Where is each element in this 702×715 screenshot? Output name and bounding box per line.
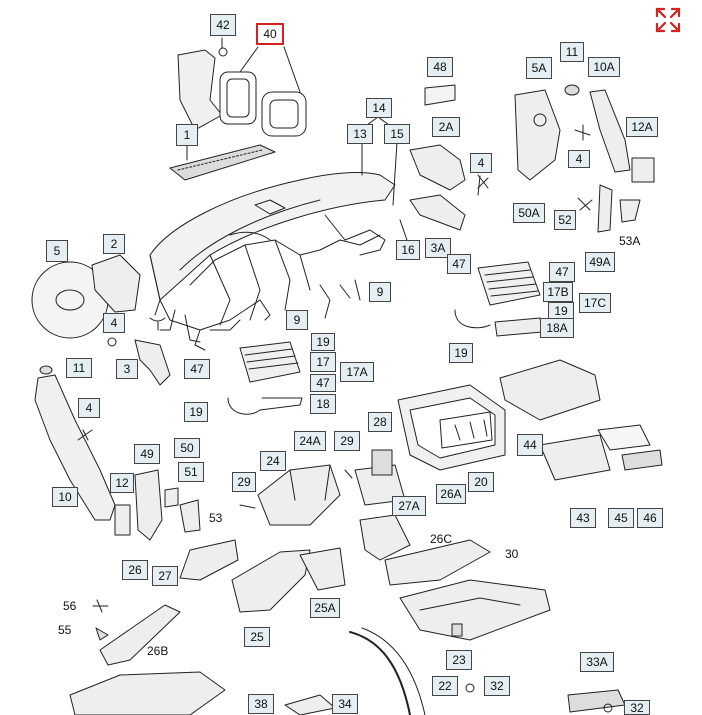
callout-47-right[interactable]: 47 [447, 254, 471, 274]
defroster-duct-drawing [409, 144, 466, 191]
callout-50[interactable]: 50 [174, 438, 200, 458]
callout-33a[interactable]: 33A [580, 652, 614, 672]
label-30: 30 [505, 547, 519, 561]
label-26b: 26B [147, 644, 169, 658]
callout-23[interactable]: 23 [446, 650, 472, 670]
callout-19-lower[interactable]: 19 [449, 343, 473, 363]
callout-17[interactable]: 17 [310, 352, 336, 372]
callout-22[interactable]: 22 [432, 676, 458, 696]
callout-17a[interactable]: 17A [340, 362, 374, 382]
callout-18[interactable]: 18 [310, 394, 336, 414]
callout-44[interactable]: 44 [517, 434, 543, 456]
callout-20[interactable]: 20 [468, 472, 494, 492]
callout-10a[interactable]: 10A [588, 57, 620, 77]
callout-34[interactable]: 34 [332, 694, 358, 714]
callout-43[interactable]: 43 [570, 508, 596, 528]
callout-32-center[interactable]: 32 [484, 676, 510, 696]
callout-25[interactable]: 25 [244, 627, 270, 647]
callout-5[interactable]: 5 [46, 240, 68, 262]
callout-49a[interactable]: 49A [585, 252, 615, 272]
callout-38[interactable]: 38 [248, 694, 274, 714]
center-console-trim-drawing [397, 359, 663, 481]
glove-box-drawing [399, 579, 551, 641]
air-duct-drawing [179, 449, 491, 613]
callout-47-lower[interactable]: 47 [310, 374, 336, 392]
callout-19-left[interactable]: 19 [184, 402, 208, 422]
callout-9-left[interactable]: 9 [286, 310, 308, 330]
callout-27a[interactable]: 27A [392, 496, 426, 516]
cover-panel-drawing [169, 144, 276, 181]
callout-26a[interactable]: 26A [436, 484, 466, 504]
dashboard-carrier-drawing [149, 172, 396, 351]
callout-18a[interactable]: 18A [540, 318, 574, 338]
callout-9-right[interactable]: 9 [369, 282, 391, 302]
callout-49[interactable]: 49 [134, 444, 160, 464]
callout-19-center[interactable]: 19 [311, 333, 335, 351]
callout-32-right[interactable]: 32 [624, 700, 650, 715]
callout-25a[interactable]: 25A [310, 598, 340, 618]
callout-11-left[interactable]: 11 [66, 358, 92, 378]
callout-14[interactable]: 14 [366, 98, 392, 118]
label-53a: 53A [619, 234, 641, 248]
callout-42[interactable]: 42 [210, 14, 236, 36]
expand-arrows-icon[interactable] [654, 6, 682, 34]
callout-29-right[interactable]: 29 [334, 431, 360, 451]
callout-17b[interactable]: 17B [543, 282, 573, 302]
callout-13[interactable]: 13 [347, 124, 373, 144]
callout-45[interactable]: 45 [608, 508, 634, 528]
callout-12[interactable]: 12 [110, 473, 134, 493]
callout-24a[interactable]: 24A [294, 431, 326, 451]
callout-15[interactable]: 15 [384, 124, 410, 144]
callout-47-vent[interactable]: 47 [549, 262, 575, 282]
callout-4-right[interactable]: 4 [568, 150, 590, 168]
callout-2a[interactable]: 2A [432, 117, 460, 137]
callout-17c[interactable]: 17C [579, 293, 611, 313]
label-55: 55 [58, 623, 72, 637]
callout-3[interactable]: 3 [116, 359, 138, 379]
duct-gasket-drawing [177, 47, 307, 137]
callout-48[interactable]: 48 [427, 57, 453, 77]
callout-12a[interactable]: 12A [626, 117, 658, 137]
callout-26[interactable]: 26 [122, 560, 148, 580]
callout-52[interactable]: 52 [554, 210, 576, 230]
callout-16[interactable]: 16 [396, 240, 420, 260]
callout-3a[interactable]: 3A [425, 238, 451, 258]
callout-4-top[interactable]: 4 [470, 153, 492, 173]
callout-4-left[interactable]: 4 [103, 313, 125, 333]
label-56: 56 [63, 599, 77, 613]
callout-5a[interactable]: 5A [526, 57, 552, 79]
callout-24[interactable]: 24 [260, 451, 286, 471]
callout-10[interactable]: 10 [52, 487, 78, 507]
callout-40-selected[interactable]: 40 [256, 23, 284, 45]
callout-1[interactable]: 1 [176, 124, 198, 146]
callout-19-right[interactable]: 19 [548, 302, 574, 320]
callout-4-pillar[interactable]: 4 [78, 398, 100, 418]
callout-11-top[interactable]: 11 [560, 42, 584, 62]
callout-46[interactable]: 46 [637, 508, 663, 528]
callout-50a[interactable]: 50A [513, 203, 545, 223]
label-53: 53 [209, 511, 223, 525]
label-26c: 26C [430, 532, 453, 546]
callout-47-center[interactable]: 47 [184, 359, 210, 379]
callout-27[interactable]: 27 [152, 566, 178, 586]
callout-2[interactable]: 2 [103, 234, 125, 254]
side-pillar-drawing [34, 374, 116, 521]
callout-28[interactable]: 28 [368, 412, 392, 432]
side-trim-drawing [514, 89, 561, 181]
callout-29-left[interactable]: 29 [232, 472, 256, 492]
callout-51[interactable]: 51 [178, 462, 204, 482]
